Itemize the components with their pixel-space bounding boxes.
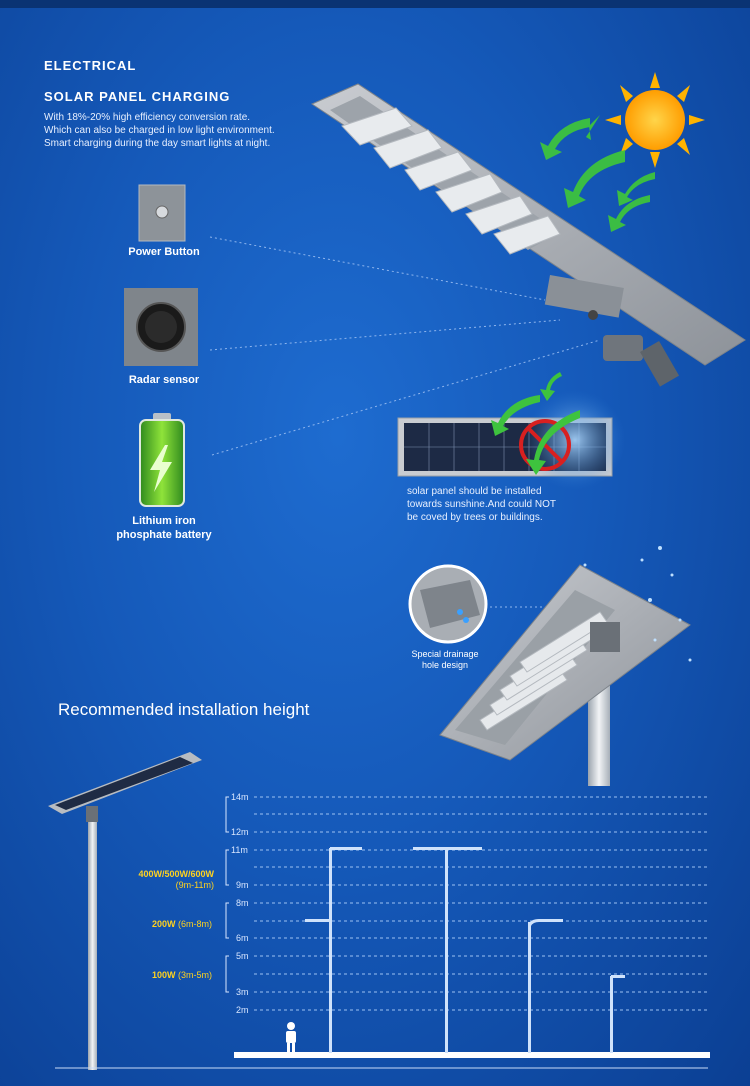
drainage-caption: Special drainage hole design bbox=[400, 649, 490, 671]
height-tick: 3m bbox=[236, 987, 249, 997]
wattage-group-low: 100W (3m-5m) bbox=[100, 970, 212, 980]
ground-line bbox=[234, 1052, 710, 1058]
feature-label-power-button: Power Button bbox=[128, 246, 200, 258]
wattage-label: 200W bbox=[151, 919, 176, 929]
height-tick: 5m bbox=[236, 951, 249, 961]
note-line: towards sunshine.And could NOT bbox=[407, 499, 556, 510]
height-grid bbox=[254, 796, 708, 1011]
water-drops-icon bbox=[583, 546, 692, 662]
description: With 18%-20% high efficiency conversion … bbox=[44, 111, 344, 150]
solar-panel-image bbox=[397, 390, 625, 490]
battery-label-line: phosphate battery bbox=[116, 529, 212, 541]
panel-installation-note: solar panel should be installed towards … bbox=[407, 485, 597, 524]
section-heading: ELECTRICAL bbox=[44, 58, 137, 73]
height-tick: 12m bbox=[231, 827, 249, 837]
description-line: Smart charging during the day smart ligh… bbox=[44, 138, 271, 149]
wattage-label: 400W/500W/600W bbox=[138, 869, 214, 879]
battery-label-line: Lithium iron bbox=[132, 515, 196, 527]
height-tick: 6m bbox=[236, 933, 249, 943]
height-tick: 9m bbox=[236, 880, 249, 890]
street-light-pole-image bbox=[48, 752, 202, 1070]
wattage-group-mid: 200W (6m-8m) bbox=[100, 919, 212, 929]
drainage-line: hole design bbox=[421, 660, 469, 670]
wattage-group-high: 400W/500W/600W (9m-11m) bbox=[96, 869, 214, 891]
top-border bbox=[0, 0, 750, 8]
drainage-line: Special drainage bbox=[411, 649, 479, 659]
subtitle-heading: SOLAR PANEL CHARGING bbox=[44, 89, 231, 104]
sunlight-arrows-icon bbox=[540, 115, 655, 232]
panel-arrows-icon bbox=[491, 372, 580, 475]
street-light-angled-image bbox=[439, 564, 691, 786]
range-brackets bbox=[225, 796, 229, 993]
feature-label-radar-sensor: Radar sensor bbox=[128, 374, 200, 386]
callout-lines bbox=[209, 236, 601, 608]
note-line: solar panel should be installed bbox=[407, 486, 542, 497]
feature-label-battery: Lithium iron phosphate battery bbox=[94, 514, 234, 542]
description-line: Which can also be charged in low light e… bbox=[44, 125, 275, 136]
height-tick: 8m bbox=[236, 898, 249, 908]
mini-poles bbox=[305, 847, 625, 1053]
installation-title: Recommended installation height bbox=[58, 700, 310, 719]
no-shade-sign-icon bbox=[519, 419, 571, 471]
battery-icon bbox=[139, 413, 185, 507]
wattage-label: 100W bbox=[151, 970, 176, 980]
person-silhouette-icon bbox=[286, 1022, 296, 1053]
sun-icon bbox=[605, 72, 705, 168]
wattage-range: (3m-5m) bbox=[178, 970, 212, 980]
drainage-detail-image bbox=[408, 564, 488, 644]
radar-sensor-icon bbox=[124, 288, 198, 366]
wattage-range: (9m-11m) bbox=[175, 880, 214, 890]
note-line: be coved by trees or buildings. bbox=[407, 512, 543, 523]
power-button-icon bbox=[138, 184, 186, 242]
height-tick: 14m bbox=[231, 792, 249, 802]
street-light-head-image bbox=[310, 83, 746, 387]
description-line: With 18%-20% high efficiency conversion … bbox=[44, 112, 251, 123]
height-tick: 11m bbox=[231, 845, 248, 855]
wattage-range: (6m-8m) bbox=[178, 919, 212, 929]
height-tick: 2m bbox=[236, 1005, 249, 1015]
